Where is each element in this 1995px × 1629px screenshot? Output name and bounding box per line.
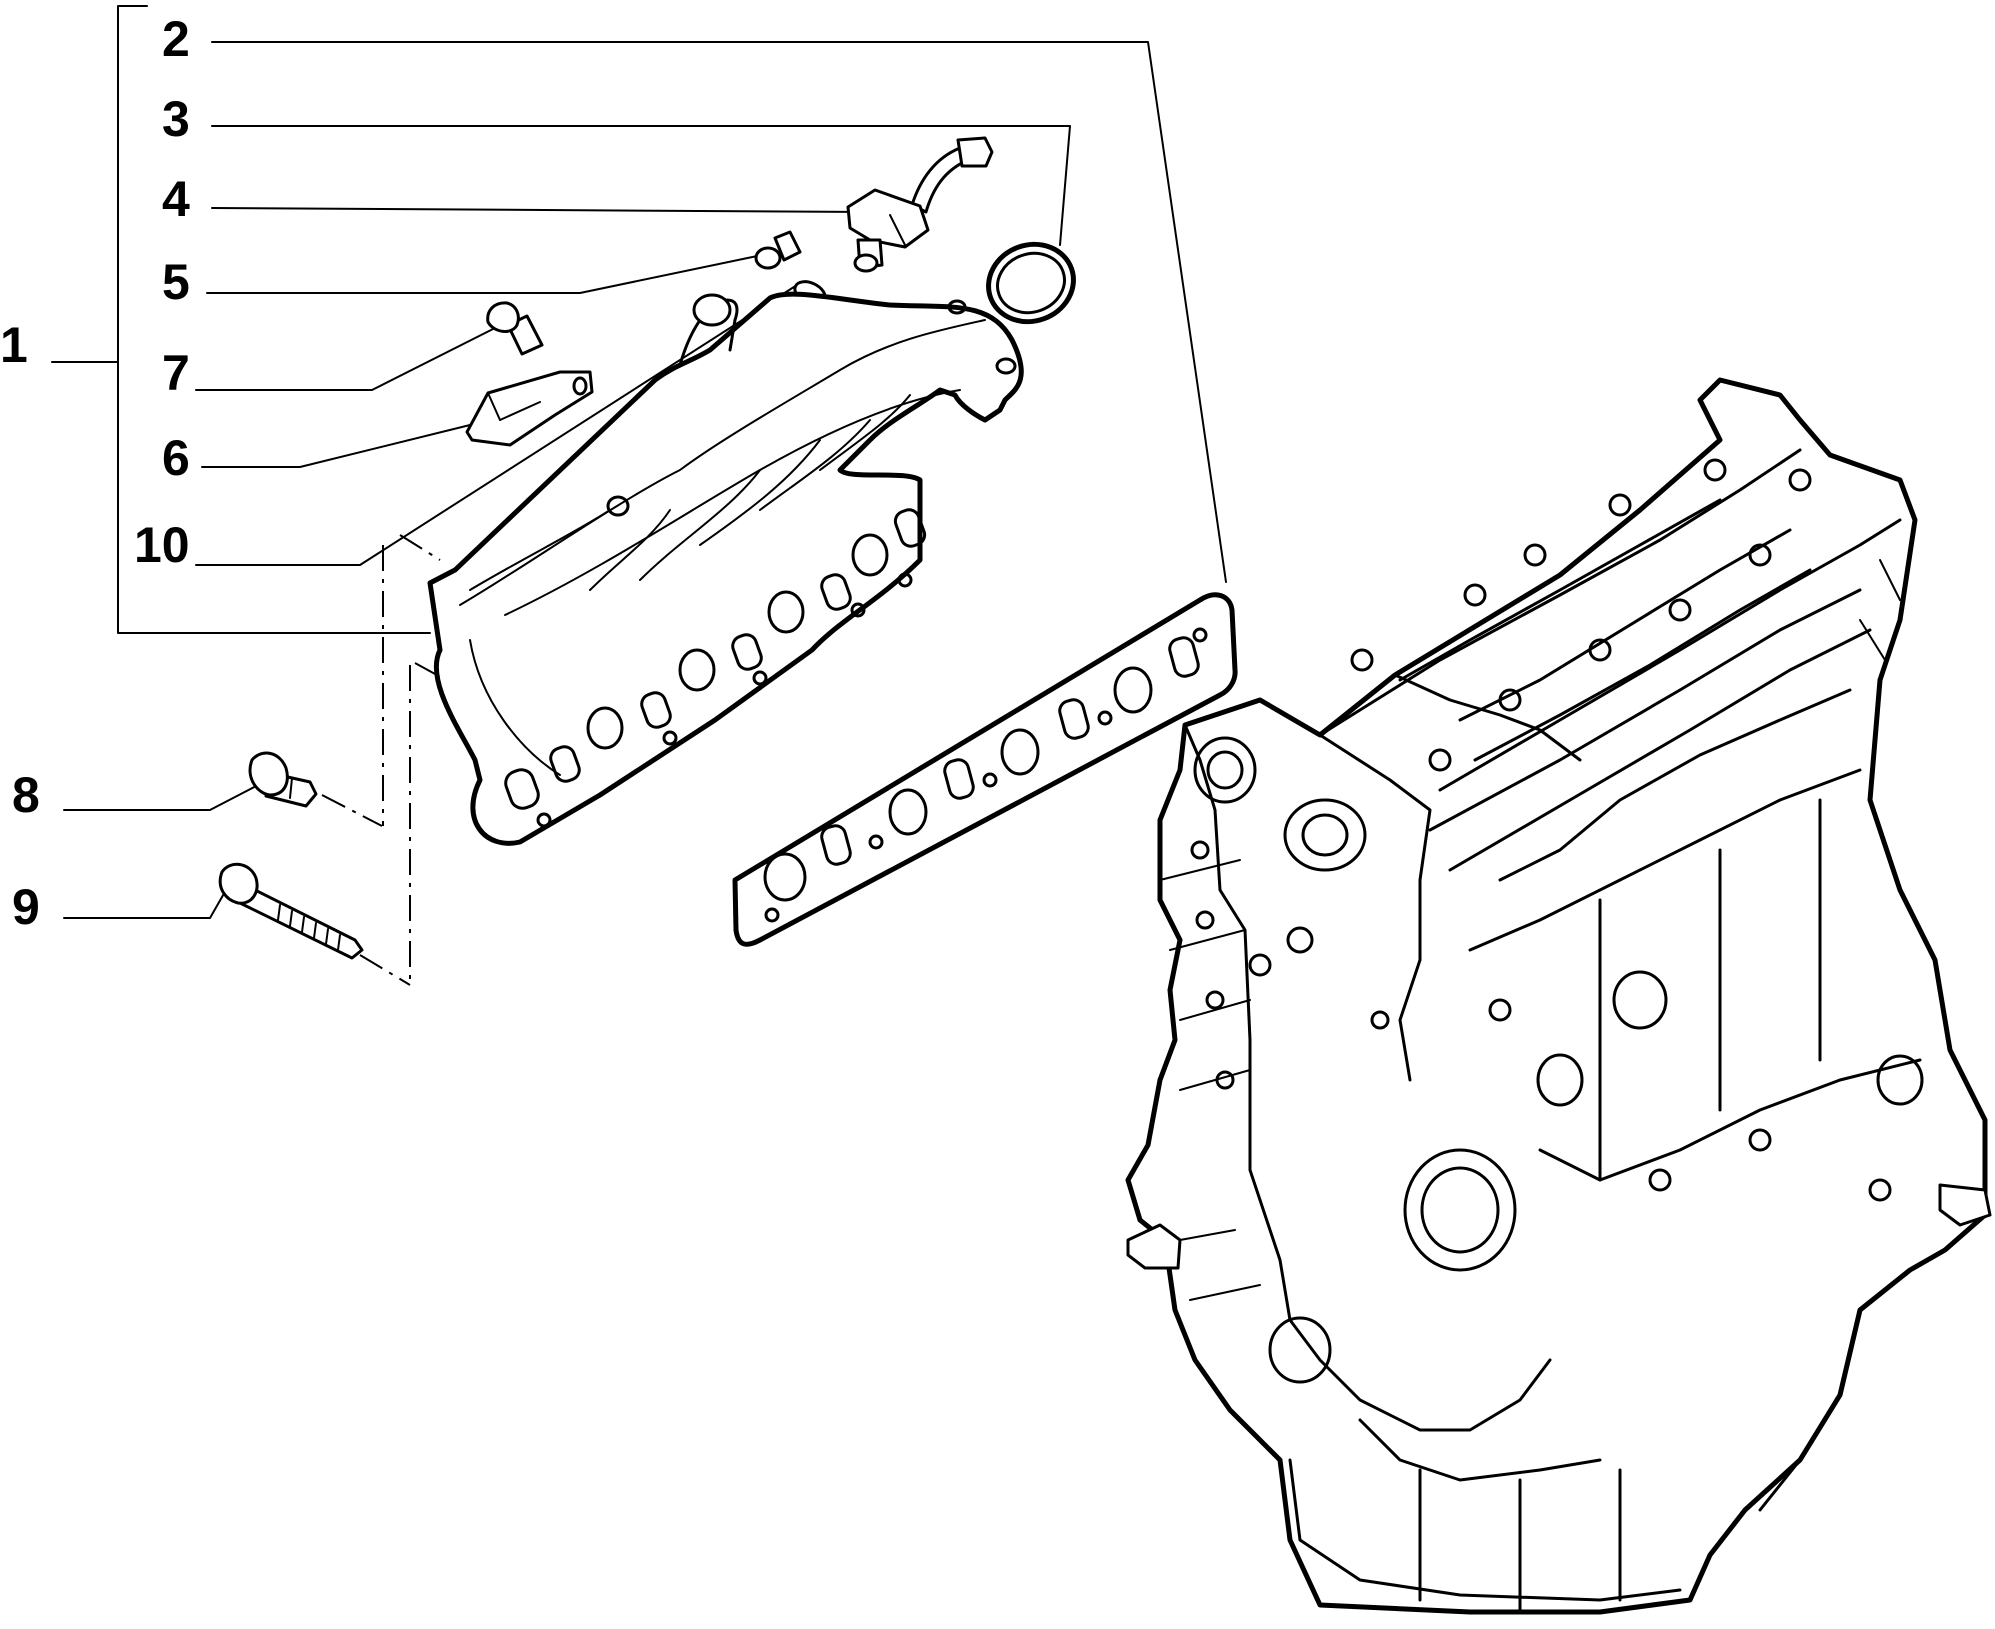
callout-labels: 1 2 3 4 5 7 6 10 8 9	[0, 11, 190, 935]
callout-label-6: 6	[162, 430, 190, 486]
callout-1-bracket	[51, 5, 431, 634]
engine-block	[1125, 377, 1992, 1615]
callout-label-9: 9	[12, 879, 40, 935]
small-bolt	[754, 230, 802, 270]
leader-lines	[63, 41, 1227, 919]
bolt-part-9	[218, 862, 364, 960]
callout-label-8: 8	[12, 767, 40, 823]
callout-label-3: 3	[162, 91, 190, 147]
callout-label-1: 1	[0, 317, 28, 373]
callout-label-7: 7	[162, 345, 190, 401]
manifold-gasket	[732, 592, 1238, 947]
callout-label-4: 4	[162, 171, 190, 227]
callout-label-5: 5	[162, 254, 190, 310]
bracket-part-6	[465, 370, 594, 447]
bolt-part-7	[486, 301, 544, 356]
o-ring-large	[986, 241, 1076, 325]
callout-label-2: 2	[162, 11, 190, 67]
callout-label-10: 10	[134, 517, 190, 573]
intake-manifold	[427, 291, 1024, 846]
bolt-part-8	[248, 751, 318, 808]
sensor-with-hose	[846, 136, 994, 273]
